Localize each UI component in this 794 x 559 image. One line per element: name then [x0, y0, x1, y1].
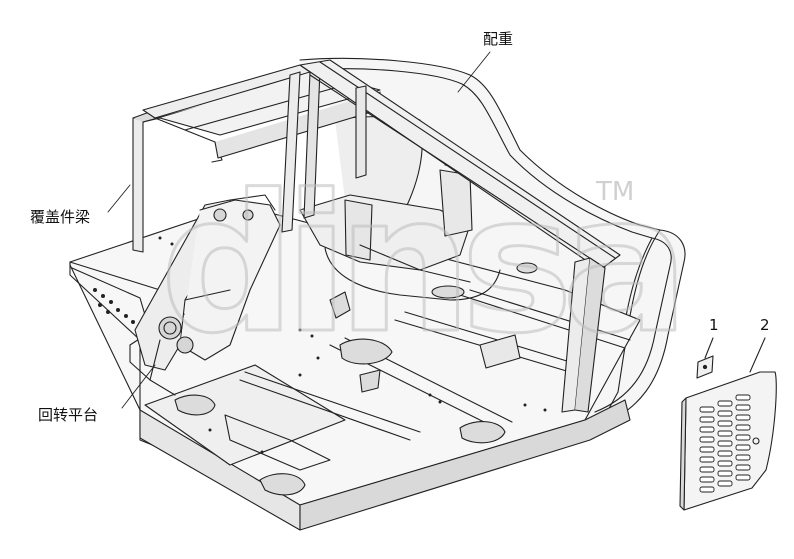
grille-slot: [735, 444, 751, 451]
grille-slot: [699, 486, 715, 493]
watermark-text: dinsa: [160, 154, 678, 375]
watermark-tm: TM: [595, 177, 634, 207]
boom-mount: [134, 194, 281, 396]
grille-slot: [717, 460, 733, 467]
grille-slots: [699, 394, 760, 493]
watermark-logo: dinsa TM: [159, 153, 692, 377]
label-part-2: 2: [760, 316, 770, 334]
grille-slot: [735, 424, 751, 431]
grille-slot: [717, 470, 733, 477]
grille-slot: [717, 440, 733, 447]
label-turntable: 回转平台: [38, 406, 99, 424]
grille-slot: [735, 404, 751, 411]
leader-lines: [107, 51, 491, 409]
label-counterweight: 配重: [483, 30, 514, 48]
grille-slot: [717, 480, 733, 487]
grille-slot: [699, 436, 715, 443]
grille-slot: [699, 416, 715, 423]
grille-slot: [717, 400, 733, 407]
label-cover-beam: 覆盖件梁: [30, 208, 91, 226]
grille-slot: [717, 430, 733, 437]
cover-beam-frame: [132, 59, 621, 413]
grille-slot: [717, 450, 733, 457]
deck-rivets: [158, 236, 547, 454]
grille-slot: [699, 426, 715, 433]
grille-slot: [699, 466, 715, 473]
grille-slot: [735, 434, 751, 441]
grille-slot: [699, 446, 715, 453]
grille-slot: [717, 410, 733, 417]
grille-slot: [735, 394, 751, 401]
grille-slot: [699, 456, 715, 463]
grille-slot: [735, 454, 751, 461]
grille-slot: [735, 464, 751, 471]
grille-slot: [699, 476, 715, 483]
grille-hole: [752, 437, 760, 445]
part-2-grille: [679, 337, 777, 511]
grille-slot: [735, 414, 751, 421]
label-part-1: 1: [709, 316, 719, 334]
skirt-holes: [93, 288, 135, 324]
grille-slot: [717, 420, 733, 427]
grille-slot: [735, 474, 751, 481]
tank-frame: [299, 164, 538, 319]
grille-slot: [699, 406, 715, 413]
part-1-plate: [696, 337, 714, 379]
